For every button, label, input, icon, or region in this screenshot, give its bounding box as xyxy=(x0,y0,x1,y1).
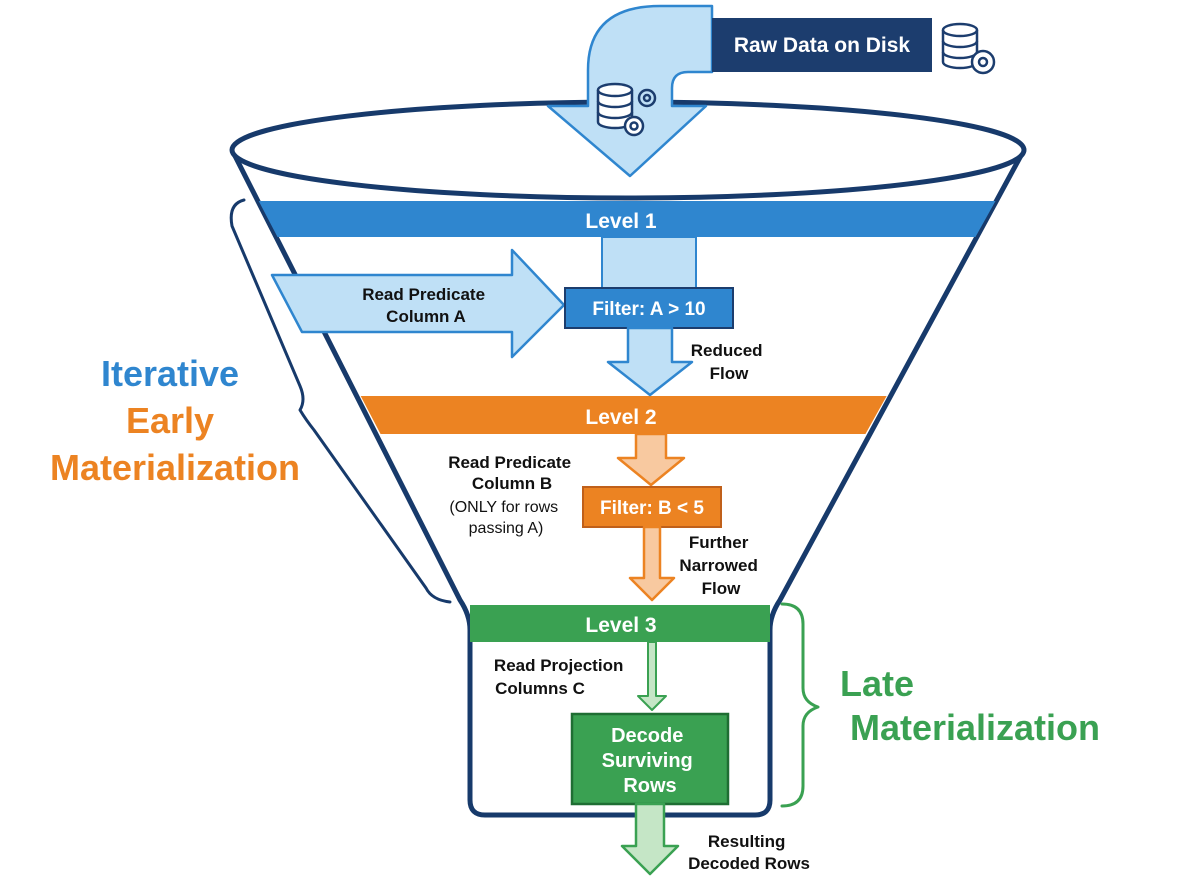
filter-b-label: Filter: B < 5 xyxy=(600,498,704,519)
level-2-label: Level 2 xyxy=(585,406,656,429)
database-gear-icon xyxy=(596,82,657,137)
narrowed-flow-arrow xyxy=(628,525,676,602)
read-column-b-label: Read Predicate Column B xyxy=(448,453,576,493)
raw-data-label-box xyxy=(712,18,932,72)
narrowed-flow-label: Further Narrowed Flow xyxy=(679,533,762,598)
filter-b-box xyxy=(582,486,722,528)
early-materialization-brace xyxy=(229,198,452,604)
level-1-band xyxy=(232,201,1024,237)
level-2-down-arrow xyxy=(616,432,686,487)
read-column-a-label: Read Predicate Column A xyxy=(362,285,490,326)
early-materialization-label: Iterative Early Materialization xyxy=(50,353,300,488)
result-label: Resulting Decoded Rows xyxy=(688,832,810,873)
reduced-flow-arrow xyxy=(606,326,694,397)
read-column-b-note: (ONLY for rows passing A) xyxy=(449,499,562,537)
level-1-label: Level 1 xyxy=(585,210,657,233)
reduced-flow-label: Reduced Flow xyxy=(691,341,768,383)
filter-a-box xyxy=(564,287,734,329)
result-arrow xyxy=(620,802,680,876)
decode-label: Decode Surviving Rows xyxy=(602,725,699,797)
decode-box xyxy=(570,712,730,806)
late-materialization-label: Late Materialization xyxy=(840,663,1100,748)
read-projection-label: Read Projection Columns C xyxy=(494,656,628,698)
filter-a-label: Filter: A > 10 xyxy=(592,299,705,320)
level-3-label: Level 3 xyxy=(585,614,656,637)
read-column-a-arrow xyxy=(270,248,566,359)
late-materialization-brace xyxy=(780,602,820,808)
database-gear-icon xyxy=(941,22,996,75)
level-1-flow-stem xyxy=(601,236,697,289)
projection-arrow xyxy=(637,641,667,711)
raw-data-label: Raw Data on Disk xyxy=(734,34,911,57)
